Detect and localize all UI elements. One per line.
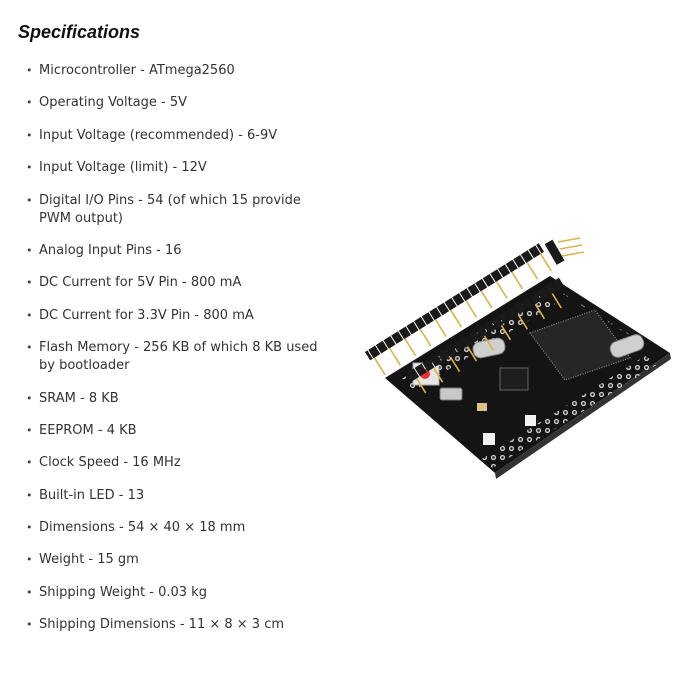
spec-item-shipping-weight: Shipping Weight - 0.03 kg — [26, 584, 326, 602]
spec-item-microcontroller: Microcontroller - ATmega2560 — [26, 62, 326, 80]
spec-item-weight: Weight - 15 gm — [26, 551, 326, 569]
spec-item-input-voltage-limit: Input Voltage (limit) - 12V — [26, 159, 326, 177]
microcontroller-chip — [529, 309, 631, 381]
led — [525, 415, 536, 426]
header-pins-long-1 — [364, 243, 552, 376]
led — [483, 433, 495, 445]
spec-item-dimensions: Dimensions - 54 × 40 × 18 mm — [26, 519, 326, 537]
spec-item-sram: SRAM - 8 KB — [26, 390, 326, 408]
header-pins-short — [544, 237, 585, 265]
spec-item-dc-current-5v: DC Current for 5V Pin - 800 mA — [26, 274, 326, 292]
spec-item-clock-speed: Clock Speed - 16 MHz — [26, 454, 326, 472]
spec-item-dc-current-3v3: DC Current for 3.3V Pin - 800 mA — [26, 307, 326, 325]
spec-item-analog-input-pins: Analog Input Pins - 16 — [26, 242, 326, 260]
crystal-right — [609, 334, 645, 358]
spec-item-input-voltage-recommended: Input Voltage (recommended) - 6-9V — [26, 127, 326, 145]
specifications-list: Microcontroller - ATmega2560 Operating V… — [26, 62, 326, 649]
product-image — [345, 228, 680, 488]
arduino-mega-board-illustration — [364, 237, 671, 479]
spec-item-flash-memory: Flash Memory - 256 KB of which 8 KB used… — [26, 339, 326, 375]
spec-item-eeprom: EEPROM - 4 KB — [26, 422, 326, 440]
specifications-heading: Specifications — [18, 22, 141, 42]
spec-item-shipping-dimensions: Shipping Dimensions - 11 × 8 × 3 cm — [26, 616, 326, 634]
spec-item-operating-voltage: Operating Voltage - 5V — [26, 94, 326, 112]
usb-serial-chip — [499, 367, 529, 391]
spec-item-built-in-led: Built-in LED - 13 — [26, 487, 326, 505]
header-pins-long-2 — [407, 277, 566, 394]
spec-item-digital-io-pins: Digital I/O Pins - 54 (of which 15 provi… — [26, 192, 326, 228]
micro-usb-port — [439, 387, 463, 401]
